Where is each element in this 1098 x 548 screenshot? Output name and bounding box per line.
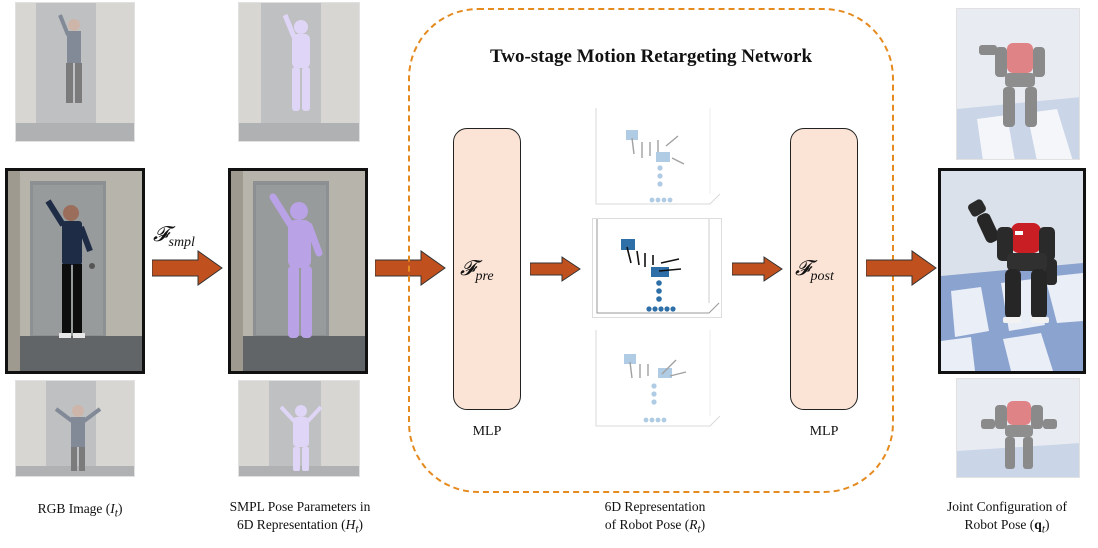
function-post-sub: post — [810, 269, 834, 285]
rgb-frame-previous — [15, 2, 135, 142]
rgb-frame-next — [15, 380, 135, 477]
mlp-pre-block — [453, 128, 521, 410]
arrow-rgb-to-smpl — [152, 250, 223, 286]
robot-frame-previous — [956, 8, 1080, 160]
caption-smpl-params: SMPL Pose Parameters in 6D Representatio… — [195, 498, 405, 539]
mlp-post-label: MLP — [809, 424, 839, 439]
caption-rgb-image: RGB Image (It) — [5, 500, 155, 523]
caption-robot6d-symbol: R — [689, 517, 698, 532]
function-pre-label: 𝓕pre — [460, 256, 494, 285]
caption-joint-symbol: q — [1034, 517, 1042, 532]
rgb-frame-current — [5, 168, 145, 374]
function-pre-sub: pre — [475, 269, 494, 285]
caption-joint-close: ) — [1044, 517, 1050, 532]
robot-frame-next — [956, 378, 1080, 478]
function-smpl-label: 𝓕smpl — [153, 222, 195, 251]
caption-smpl-line2: 6D Representation ( — [236, 517, 346, 532]
caption-rgb-symbol: I — [110, 501, 115, 516]
caption-joint-config: Joint Configuration of Robot Pose (qt) — [918, 498, 1096, 539]
caption-smpl-symbol: H — [345, 517, 356, 532]
caption-rgb-text: RGB Image ( — [37, 501, 111, 516]
caption-rgb-close: ) — [117, 501, 123, 516]
caption-robot-6d: 6D Representation of Robot Pose (Rt) — [555, 498, 755, 539]
robot-6d-plot-current — [592, 218, 722, 318]
caption-smpl-subscript: t — [355, 523, 359, 536]
caption-robot6d-close: ) — [700, 517, 706, 532]
function-post-label: 𝓕post — [795, 256, 834, 285]
arrow-smpl-to-network — [375, 250, 446, 286]
robot-6d-plot-next — [592, 330, 722, 430]
arrow-network-to-robot — [866, 250, 937, 286]
smpl-frame-current — [228, 168, 368, 374]
network-title: Two-stage Motion Retargeting Network — [489, 46, 813, 67]
network-dashed-border — [408, 8, 894, 493]
arrow-repr-to-post — [732, 256, 783, 282]
robot-6d-plot-previous — [592, 108, 722, 208]
caption-rgb-subscript: t — [114, 507, 118, 520]
caption-joint-line2: Robot Pose ( — [964, 517, 1035, 532]
mlp-post-block — [790, 128, 858, 410]
caption-robot6d-line1: 6D Representation — [604, 499, 706, 514]
robot-frame-current — [938, 168, 1086, 374]
caption-joint-subscript: t — [1041, 523, 1045, 536]
caption-smpl-close: ) — [358, 517, 364, 532]
caption-robot6d-subscript: t — [697, 523, 701, 536]
function-pre-base: 𝓕 — [460, 256, 476, 280]
smpl-frame-previous — [238, 2, 360, 142]
function-smpl-sub: smpl — [168, 235, 195, 251]
smpl-frame-next — [238, 380, 360, 477]
mlp-pre-label: MLP — [472, 424, 502, 439]
function-smpl-base: 𝓕 — [153, 222, 169, 246]
function-post-base: 𝓕 — [795, 256, 811, 280]
arrow-pre-to-repr — [530, 256, 581, 282]
caption-smpl-line1: SMPL Pose Parameters in — [229, 499, 371, 514]
caption-robot6d-line2: of Robot Pose ( — [604, 517, 690, 532]
caption-joint-line1: Joint Configuration of — [947, 499, 1067, 514]
